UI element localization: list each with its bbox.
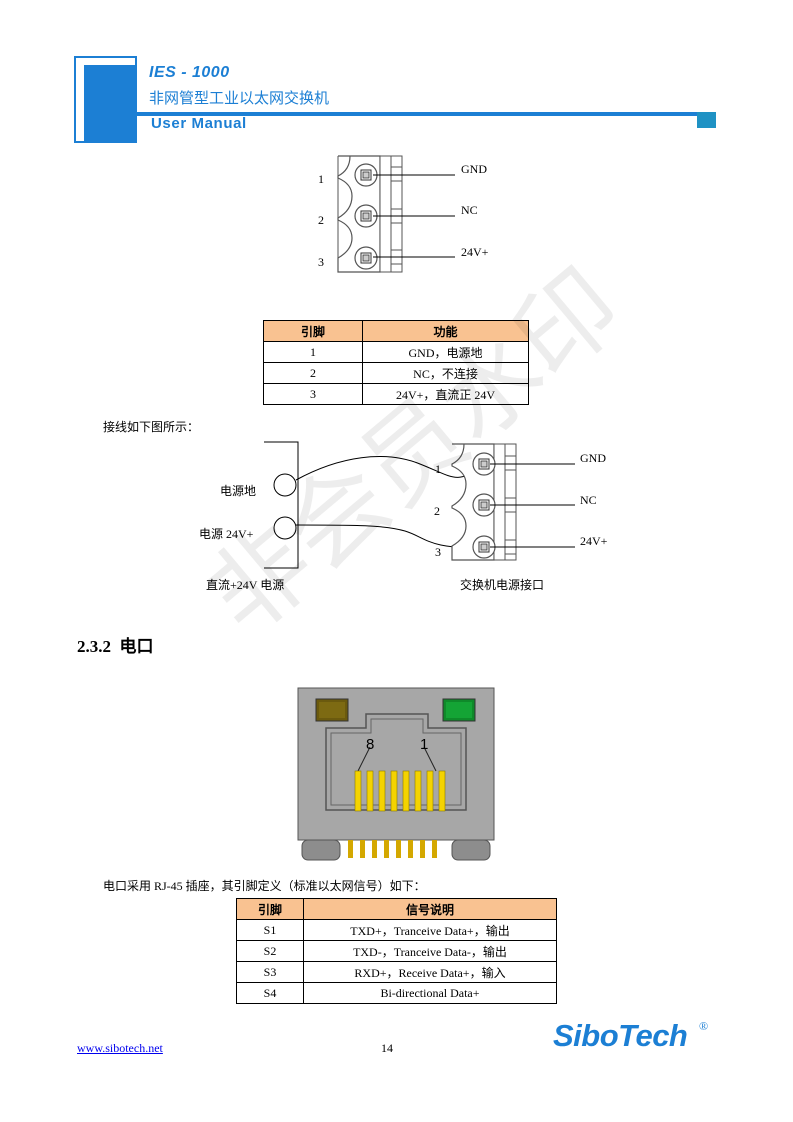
switch-pin-number-2: 2 bbox=[434, 504, 440, 518]
switch-pin-number-1: 1 bbox=[435, 462, 441, 476]
switch-pin-3-screw bbox=[472, 535, 496, 559]
switch-pin-number-3: 3 bbox=[435, 545, 441, 559]
supply-pos-label: 电源 24V+ bbox=[199, 527, 254, 541]
power-connector-diagram: 1 2 3 GND NC 24V+ bbox=[300, 150, 520, 280]
table-header-cell: 信号说明 bbox=[303, 898, 557, 920]
header-rule bbox=[136, 112, 716, 116]
pin-number-2: 2 bbox=[318, 213, 324, 227]
pin-label-gnd: GND bbox=[461, 162, 487, 176]
wire-pos bbox=[295, 524, 483, 548]
manual-title: User Manual bbox=[151, 115, 247, 132]
switch-pin-label-nc: NC bbox=[580, 493, 597, 507]
pin-label-nc: NC bbox=[461, 203, 478, 217]
section-title: 电口 bbox=[119, 637, 154, 657]
table-row: 2 NC，不连接 bbox=[263, 362, 529, 384]
supply-box bbox=[264, 441, 299, 569]
table-header-row: 引脚 信号说明 bbox=[236, 898, 557, 920]
table-cell: 2 bbox=[263, 362, 363, 384]
rj45-pin-label-8: 8 bbox=[366, 736, 375, 753]
table-header-cell: 引脚 bbox=[236, 898, 304, 920]
header-logo-block bbox=[0, 0, 793, 150]
pin-label-24v: 24V+ bbox=[461, 245, 489, 259]
table-cell: 24V+，直流正 24V bbox=[362, 383, 529, 405]
sibotech-logo: SiboTech bbox=[553, 1018, 688, 1053]
rj45-pins bbox=[354, 770, 446, 812]
table-cell: RXD+，Receive Data+，输入 bbox=[303, 961, 557, 983]
supply-gnd-terminal bbox=[273, 473, 297, 497]
table-cell: S1 bbox=[236, 919, 304, 941]
switch-caption: 交换机电源接口 bbox=[460, 578, 545, 592]
table-cell: S3 bbox=[236, 961, 304, 983]
supply-caption: 直流+24V 电源 bbox=[206, 578, 285, 592]
table-cell: S4 bbox=[236, 982, 304, 1004]
rj45-foot-right bbox=[451, 839, 491, 861]
wire-gnd bbox=[295, 456, 483, 481]
switch-pin-label-gnd: GND bbox=[580, 451, 606, 465]
rj45-foot-left bbox=[301, 839, 341, 861]
registered-mark: ® bbox=[699, 1019, 709, 1033]
rj45-illustration: 8 1 bbox=[296, 686, 496, 864]
supply-gnd-label: 电源地 bbox=[220, 484, 257, 498]
rj45-intro-text: 电口采用 RJ-45 插座，其引脚定义（标准以太网信号）如下： bbox=[103, 879, 426, 893]
product-subtitle: 非网管型工业以太网交换机 bbox=[149, 89, 330, 107]
table-cell: S2 bbox=[236, 940, 304, 962]
table-cell: Bi-directional Data+ bbox=[303, 982, 557, 1004]
table-row: S4 Bi-directional Data+ bbox=[236, 982, 557, 1004]
table-cell: GND，电源地 bbox=[362, 341, 529, 363]
table-row: S3 RXD+，Receive Data+，输入 bbox=[236, 961, 557, 983]
supply-pos-terminal bbox=[273, 516, 297, 540]
table-row: 3 24V+，直流正 24V bbox=[263, 383, 529, 405]
section-heading: 2.3.2 电口 bbox=[77, 632, 154, 657]
table-row: S2 TXD-，Tranceive Data-，输出 bbox=[236, 940, 557, 962]
pin-number-3: 3 bbox=[318, 255, 324, 269]
rj45-solder-leads bbox=[348, 840, 437, 858]
wiring-intro-text: 接线如下图所示： bbox=[103, 420, 200, 434]
product-title: IES - 1000 bbox=[149, 64, 230, 81]
table-cell: 1 bbox=[263, 341, 363, 363]
switch-pin-1-screw bbox=[472, 452, 496, 476]
rj45-signal-table: 引脚 信号说明 S1 TXD+，Tranceive Data+，输出 S2 TX… bbox=[236, 898, 557, 1004]
table-header-cell: 引脚 bbox=[263, 320, 363, 342]
header-corner-block bbox=[84, 65, 136, 142]
rj45-pin-label-1: 1 bbox=[420, 736, 429, 753]
section-number: 2.3.2 bbox=[77, 637, 111, 656]
switch-pin-label-24v: 24V+ bbox=[580, 534, 608, 548]
pin-3-screw bbox=[354, 246, 378, 270]
website-link[interactable]: www.sibotech.net bbox=[77, 1041, 163, 1055]
table-row: 1 GND，电源地 bbox=[263, 341, 529, 363]
header-rule-end bbox=[697, 112, 716, 128]
table-header-row: 引脚 功能 bbox=[263, 320, 529, 342]
table-cell: TXD+，Tranceive Data+，输出 bbox=[303, 919, 557, 941]
power-pin-table: 引脚 功能 1 GND，电源地 2 NC，不连接 3 24V+，直流正 24V bbox=[263, 320, 529, 405]
pin-number-1: 1 bbox=[318, 172, 324, 186]
table-header-cell: 功能 bbox=[362, 320, 529, 342]
page-number: 14 bbox=[381, 1041, 393, 1055]
table-cell: TXD-，Tranceive Data-，输出 bbox=[303, 940, 557, 962]
wiring-diagram: 电源地 电源 24V+ 1 2 3 GND NC 24V+ 直流+24V 电源 … bbox=[190, 436, 630, 596]
table-row: S1 TXD+，Tranceive Data+，输出 bbox=[236, 919, 557, 941]
